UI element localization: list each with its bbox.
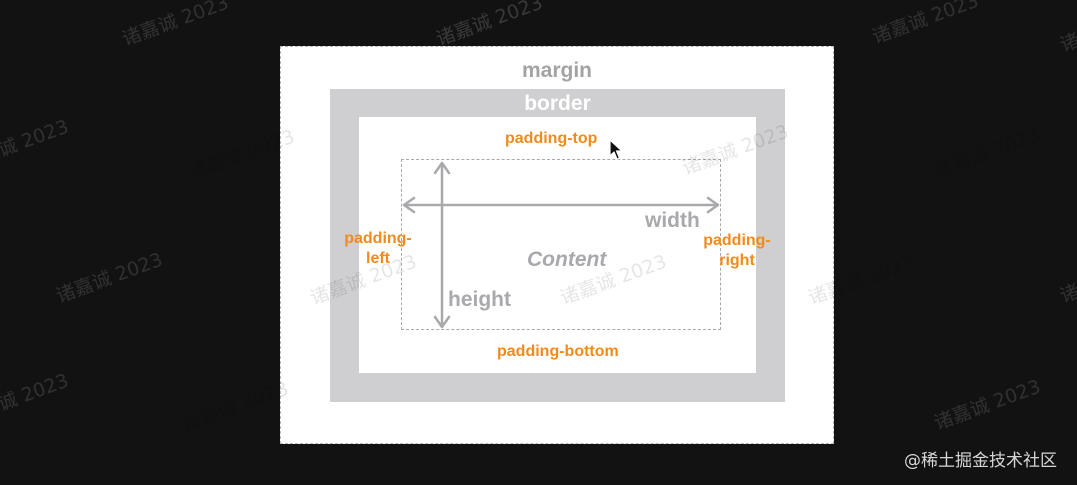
content-label: Content: [527, 248, 607, 271]
watermark: 诸嘉诚 2023: [1057, 0, 1077, 57]
height-label: height: [448, 288, 511, 311]
width-label: width: [645, 209, 700, 232]
mouse-pointer-icon: [609, 139, 623, 160]
source-credit: @稀土掘金技术社区: [904, 451, 1057, 471]
padding-left-label: padding- left: [342, 229, 414, 269]
watermark: 诸嘉诚 2023: [931, 375, 1044, 435]
watermark: 诸嘉诚 2023: [0, 115, 72, 175]
padding-left-label-line2: left: [366, 250, 390, 267]
padding-top-label: padding-top: [505, 130, 598, 147]
padding-right-label-line1: padding-: [703, 232, 771, 249]
watermark: 诸嘉诚 2023: [53, 248, 166, 308]
border-label: border: [524, 92, 591, 115]
watermark: 诸嘉诚 2023: [0, 369, 72, 429]
padding-right-label-line2: right: [719, 252, 755, 269]
watermark: 诸嘉诚 2023: [119, 0, 232, 51]
margin-label: margin: [521, 59, 592, 82]
watermark: 诸嘉诚 2023: [179, 377, 292, 437]
padding-bottom-label: padding-bottom: [497, 343, 619, 360]
padding-left-label-line1: padding-: [344, 230, 412, 247]
watermark: 诸嘉诚 2023: [1057, 249, 1077, 308]
content-box: [401, 159, 721, 330]
watermark: 诸嘉诚 2023: [869, 0, 982, 49]
watermark: 诸嘉诚 2023: [931, 123, 1044, 183]
padding-right-label: padding- right: [700, 231, 774, 271]
watermark: 诸嘉诚 2023: [433, 0, 546, 51]
